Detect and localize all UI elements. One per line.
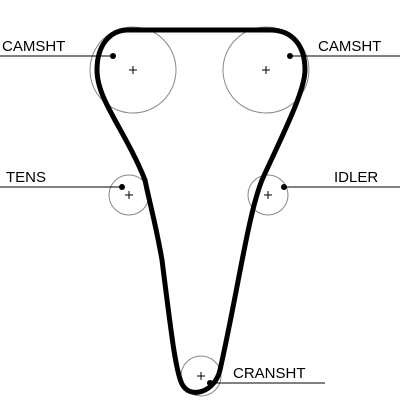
tensioner-label: TENS	[6, 169, 46, 186]
camshaft-right-center-mark	[262, 66, 270, 74]
idler-label: IDLER	[334, 169, 378, 186]
camshaft-left-callout	[0, 53, 116, 59]
camshaft-right-label: CAMSHT	[318, 38, 381, 55]
crankshaft-center-mark	[197, 372, 205, 380]
idler-callout	[281, 184, 400, 190]
tensioner-callout	[0, 184, 125, 190]
idler-center-mark	[264, 191, 272, 199]
camshaft-left-center-mark	[129, 66, 137, 74]
tensioner-center-mark	[125, 191, 133, 199]
crankshaft-label: CRANSHT	[233, 365, 306, 382]
timing-belt	[94, 27, 308, 395]
camshaft-left-label: CAMSHT	[2, 38, 65, 55]
camshaft-right-callout	[287, 53, 400, 59]
crankshaft-callout	[207, 380, 325, 386]
